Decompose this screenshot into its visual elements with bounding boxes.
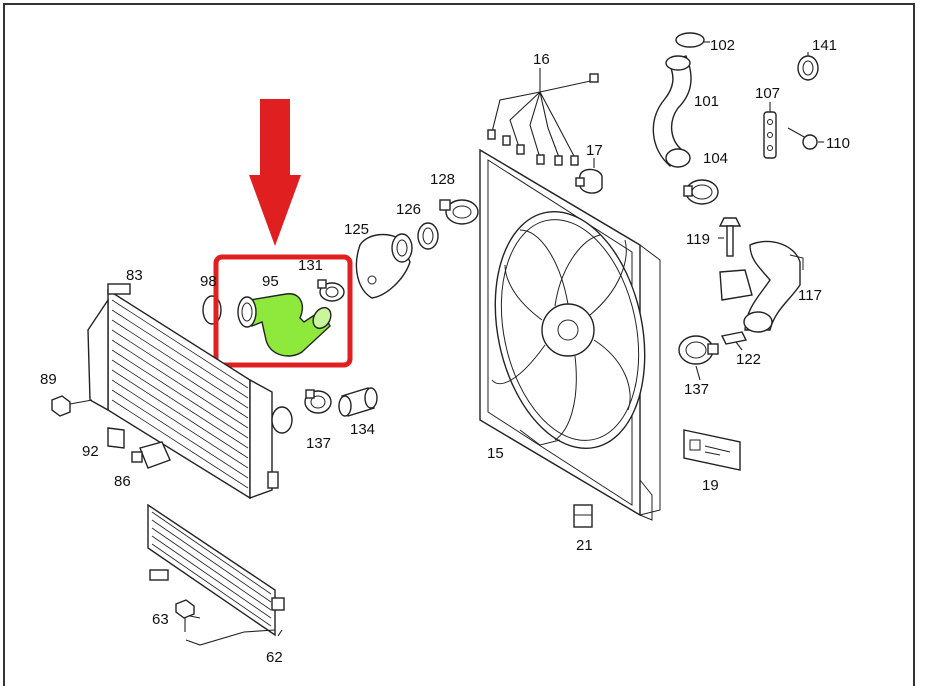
label-141: 141: [812, 37, 837, 54]
part-119-bolt: [718, 217, 742, 257]
label-21: 21: [576, 537, 593, 554]
label-119: 119: [686, 231, 710, 248]
part-128-clamp: [439, 199, 479, 225]
part-92-clip: [107, 427, 125, 449]
leader-lines: [189, 41, 824, 637]
part-126-seal-ring: [417, 222, 439, 250]
label-134: 134: [350, 421, 375, 438]
label-126: 126: [396, 201, 421, 218]
part-107-bracket: [763, 111, 777, 159]
label-15: 15: [487, 445, 504, 462]
label-107: 107: [755, 85, 780, 102]
part-95-highlighted-hose: [237, 293, 332, 357]
label-62: 62: [266, 649, 283, 666]
part-17-clamp: [575, 168, 603, 194]
label-63: 63: [152, 611, 169, 628]
label-122: 122: [736, 351, 761, 368]
part-117-lower-hose: [719, 240, 804, 333]
part-86-sensor: [131, 441, 171, 469]
part-104-clamp: [683, 179, 719, 205]
label-95: 95: [262, 273, 279, 290]
label-137-left: 137: [306, 435, 331, 452]
diagram-frame: [3, 3, 915, 686]
part-21-clip: [573, 504, 593, 528]
part-137-left-clamp: [304, 389, 332, 414]
part-83-radiator: [87, 283, 293, 500]
label-17: 17: [586, 142, 603, 159]
part-131-clamp: [317, 279, 345, 302]
part-141-bushing: [797, 55, 819, 81]
part-15-fan-shroud: [479, 148, 661, 521]
label-98: 98: [200, 273, 217, 290]
highlight-box: [213, 254, 353, 368]
label-86: 86: [114, 473, 131, 490]
label-131: 131: [298, 257, 323, 274]
part-63-bolt: [175, 599, 195, 632]
label-83: 83: [126, 267, 143, 284]
label-102: 102: [710, 37, 735, 54]
part-125-thermostat-housing: [355, 233, 413, 299]
part-89-bolt: [51, 395, 93, 417]
part-62-oil-cooler: [147, 503, 285, 646]
label-19: 19: [702, 477, 719, 494]
label-89: 89: [40, 371, 57, 388]
part-101-upper-hose: [652, 55, 692, 168]
part-labels: 16 102 141 101 107 110 17 104 128 126 12…: [40, 37, 850, 666]
part-110-bolt: [787, 127, 818, 150]
label-117: 117: [798, 287, 822, 304]
label-101: 101: [694, 93, 719, 110]
part-122-clip: [720, 331, 748, 345]
down-arrow-icon: [249, 99, 301, 246]
label-110: 110: [826, 135, 850, 152]
part-19-label-plate: [683, 429, 741, 471]
part-137-right-clamp: [678, 335, 719, 365]
label-104: 104: [703, 150, 728, 167]
label-16: 16: [533, 51, 550, 68]
part-16-wiring-harness: [487, 68, 599, 166]
label-125: 125: [344, 221, 369, 238]
part-102-o-ring: [675, 32, 705, 48]
label-92: 92: [82, 443, 99, 460]
part-134-sleeve: [338, 387, 378, 417]
label-137-right: 137: [684, 381, 709, 398]
label-128: 128: [430, 171, 455, 188]
part-95-hose-body: [249, 293, 331, 357]
